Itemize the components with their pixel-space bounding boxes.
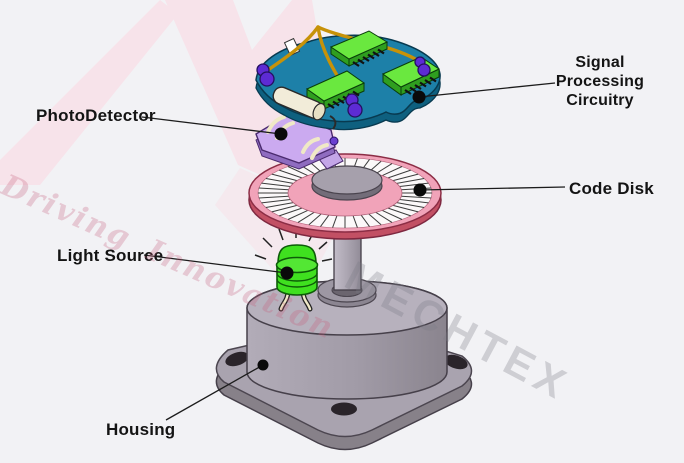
label-code-disk: Code Disk (569, 179, 654, 198)
signal-leader (418, 82, 556, 98)
photodetector-leader (141, 116, 282, 135)
label-light-source: Light Source (57, 246, 164, 265)
purple-capacitors (256, 56, 431, 118)
code-disk-slots (258, 158, 432, 228)
label-photodetector: PhotoDetector (36, 106, 156, 125)
led-component (254, 227, 333, 312)
pcb-component (255, 25, 441, 131)
anchor-dots (257, 90, 427, 371)
light-source-leader (143, 254, 288, 274)
housing-component (215, 277, 473, 451)
photodetector-bead (329, 136, 339, 146)
code-disk-leader (419, 186, 566, 191)
hub-top (311, 165, 383, 195)
mount-hole-front (331, 402, 357, 416)
housing-leader (165, 364, 264, 421)
mount-hole-right (444, 354, 468, 370)
cream-capacitor (272, 86, 326, 121)
mount-hole-left (225, 351, 249, 367)
label-signal-processing-line1: Signal Processing (555, 54, 645, 90)
chip-a (329, 30, 389, 67)
label-signal-processing-line2: Circuitry (566, 92, 634, 109)
capacitor-lead (329, 115, 337, 130)
leader-lines (141, 82, 566, 421)
label-signal-processing: Signal Processing Circuitry (538, 53, 662, 110)
label-housing: Housing (106, 420, 176, 439)
code-disk-component (248, 144, 442, 240)
